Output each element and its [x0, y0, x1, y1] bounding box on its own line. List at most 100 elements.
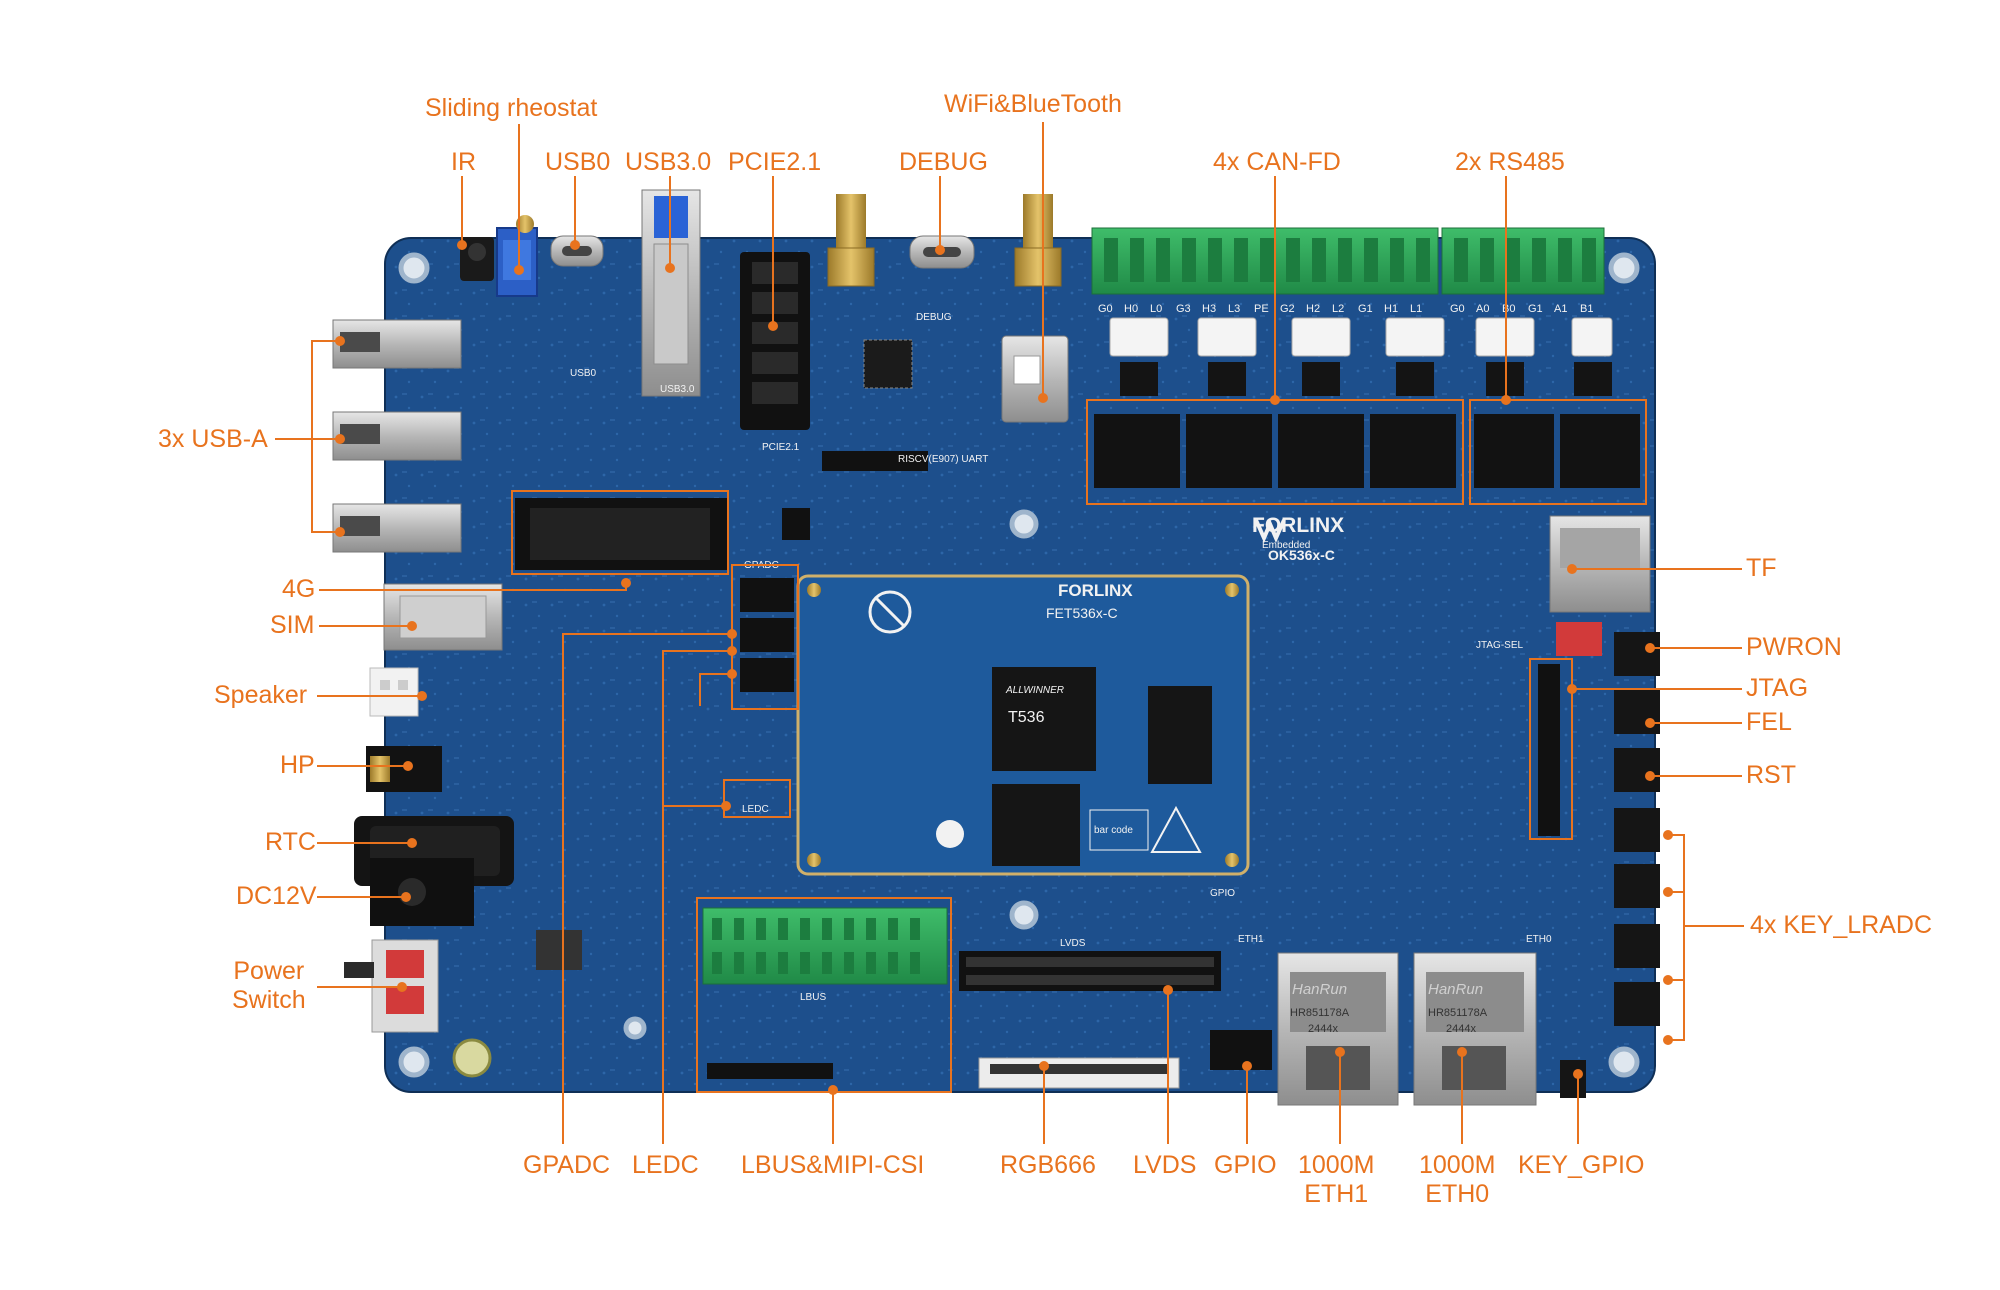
silk-usb0: USB0	[570, 368, 597, 379]
can-pin-label-6: PE	[1254, 303, 1269, 315]
label-pwron: PWRON	[1746, 633, 1842, 661]
sma-antenna-4g[interactable]	[827, 194, 875, 287]
label-gpio: GPIO	[1214, 1151, 1277, 1179]
brand-sub-text: Embedded	[1262, 540, 1310, 551]
som-model-text: FET536x-C	[1046, 605, 1118, 621]
label-key-lradc: 4x KEY_LRADC	[1750, 911, 1933, 939]
label-usb30: USB3.0	[625, 148, 712, 176]
label-rgb666: RGB666	[1000, 1151, 1096, 1179]
can-pin-label-0: G0	[1098, 303, 1113, 315]
label-key-gpio: KEY_GPIO	[1518, 1151, 1645, 1179]
label-eth1: 1000M ETH1	[1298, 1151, 1375, 1208]
label-tf: TF	[1746, 554, 1777, 582]
label-eth0: 1000M ETH0	[1419, 1151, 1496, 1208]
can-pin-label-5: L3	[1228, 303, 1240, 315]
gpio-header[interactable]	[1210, 1030, 1272, 1070]
label-wifi-bluetooth: WiFi&BlueTooth	[944, 90, 1122, 118]
brand-text: FORLINX	[1252, 514, 1344, 537]
label-ledc: LEDC	[632, 1151, 699, 1179]
inductor-2r2	[536, 930, 582, 970]
usb0-port[interactable]	[550, 235, 604, 267]
leader-dots	[335, 240, 1673, 1095]
label-speaker: Speaker	[214, 681, 308, 709]
label-dc12v: DC12V	[236, 882, 317, 910]
key-gpio-button[interactable]	[1560, 1060, 1586, 1098]
coprocessor-chip	[863, 339, 913, 389]
dc12v-jack[interactable]	[370, 858, 474, 926]
silk-eth1: ETH1	[1238, 934, 1264, 945]
sim-slot[interactable]	[383, 583, 503, 651]
4g-box	[511, 490, 729, 575]
isolation-modules	[1094, 414, 1640, 488]
silk-jtag: JTAG-SEL	[1476, 640, 1523, 651]
label-hp: HP	[280, 751, 315, 779]
rs485-pin-label-5: B1	[1580, 303, 1593, 315]
usb-a-ports[interactable]	[332, 319, 462, 553]
label-lvds: LVDS	[1133, 1151, 1197, 1179]
label-usb-a: 3x USB-A	[158, 425, 268, 453]
rs485-pin-label-4: A1	[1554, 303, 1567, 315]
silk-uart: RISCV(E907) UART	[898, 454, 988, 465]
can-pin-label-12: L1	[1410, 303, 1422, 315]
barcode-text: bar code	[1094, 825, 1133, 836]
mipi-csi-connector[interactable]	[707, 1063, 833, 1079]
sma-antenna-wifi[interactable]	[1014, 194, 1062, 287]
forlinx-logo	[1254, 518, 1286, 543]
rgb666-connector[interactable]	[978, 1057, 1180, 1089]
can-pin-label-7: G2	[1280, 303, 1295, 315]
leader-lines	[275, 122, 1744, 1144]
uart-header[interactable]	[822, 451, 928, 471]
can-pin-label-3: G3	[1176, 303, 1191, 315]
som-brand-text: FORLINX	[1058, 581, 1133, 600]
mounting-holes	[398, 252, 1640, 1078]
label-jtag: JTAG	[1746, 674, 1809, 702]
label-pcie: PCIE2.1	[728, 148, 822, 176]
label-sliding-rheostat: Sliding rheostat	[425, 94, 598, 122]
silk-eth0: ETH0	[1526, 934, 1552, 945]
rs485-terminal[interactable]	[1441, 227, 1605, 295]
jtag-header[interactable]	[1538, 664, 1560, 836]
rs485-pin-label-0: G0	[1450, 303, 1465, 315]
rs485-pin-label-2: B0	[1502, 303, 1515, 315]
sliding-rheostat[interactable]	[496, 215, 538, 297]
can-pin-label-11: H1	[1384, 303, 1398, 315]
label-lbus-mipi-csi: LBUS&MIPI-CSI	[741, 1151, 925, 1179]
pcie-slot[interactable]	[740, 252, 810, 430]
speaker-connector[interactable]	[369, 667, 419, 717]
can-pin-label-2: L0	[1150, 303, 1162, 315]
label-gpadc: GPADC	[523, 1151, 611, 1179]
can-pin-label-1: H0	[1124, 303, 1138, 315]
model-text: OK536x-C	[1268, 547, 1335, 563]
label-debug: DEBUG	[899, 148, 988, 176]
eth0-code-text: 2444x	[1446, 1023, 1476, 1035]
jtag-sel-switch[interactable]	[1556, 622, 1602, 656]
eth1-code-text: 2444x	[1308, 1023, 1338, 1035]
can-pin-label-10: G1	[1358, 303, 1373, 315]
silk-lvds: LVDS	[1060, 938, 1086, 949]
rs485-pin-label-3: G1	[1528, 303, 1543, 315]
can-transceivers	[1109, 317, 1613, 396]
gpadc-headers[interactable]	[740, 578, 794, 692]
rs485-box	[1469, 399, 1647, 505]
tf-slot[interactable]	[1549, 515, 1651, 613]
jtag-box	[1529, 658, 1573, 840]
som-module	[796, 574, 1250, 876]
can-pin-label-4: H3	[1202, 303, 1216, 315]
silk-lbus: LBUS	[800, 992, 826, 1003]
can-fd-terminal[interactable]	[1091, 227, 1439, 295]
ledc-box	[723, 779, 791, 818]
label-ir: IR	[451, 148, 476, 176]
eth0-rj45[interactable]	[1413, 952, 1537, 1106]
electrolytic-capacitor	[452, 1038, 492, 1078]
lvds-header[interactable]	[959, 951, 1221, 991]
eth1-part-text: HR851178A	[1290, 1007, 1350, 1019]
eth1-rj45[interactable]	[1277, 952, 1399, 1106]
label-rs485: 2x RS485	[1455, 148, 1565, 176]
silk-usb3: USB3.0	[660, 384, 695, 395]
lbus-gpio-headers[interactable]	[702, 907, 948, 985]
dip-switches[interactable]	[782, 508, 810, 540]
side-buttons[interactable]	[1614, 632, 1660, 1026]
m2-4g-slot[interactable]	[515, 498, 727, 570]
